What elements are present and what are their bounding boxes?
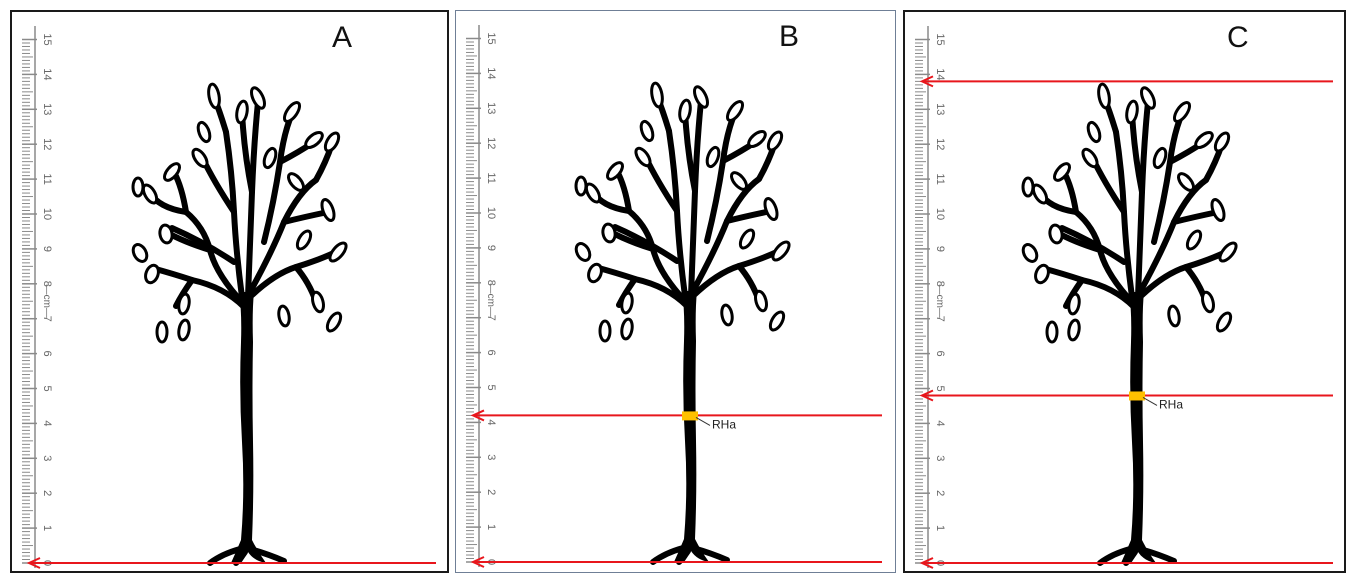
ruler-tick-label: 12 [41, 138, 53, 150]
tree-illustration [1021, 82, 1238, 566]
reference-line-arrow [919, 557, 1333, 569]
ruler-tick-label: 7 [41, 316, 53, 322]
ruler-tick-label: 2 [934, 490, 946, 496]
ruler-tick-label: 11 [41, 173, 53, 184]
tree-illustration [131, 82, 348, 566]
reference-line-arrow [919, 75, 1333, 88]
ruler-tick-label: 10 [41, 208, 53, 220]
ruler-tick-label: 8 [934, 281, 946, 287]
ruler-tick-label: 1 [934, 525, 946, 531]
ruler-unit-label: —cm— [934, 285, 945, 318]
ruler-tick-label: 13 [41, 103, 53, 115]
ruler-tick-label: 2 [41, 490, 53, 496]
panel-label: A [332, 21, 353, 54]
ruler-tick-label: 2 [485, 489, 497, 495]
panel-label: B [779, 20, 800, 53]
ruler-tick-label: 14 [934, 68, 946, 80]
ruler-tick-label: 4 [485, 419, 497, 425]
ruler-tick-label: 10 [485, 207, 497, 219]
ruler-tick-label: 3 [41, 455, 53, 461]
ruler-tick-label: 9 [934, 246, 946, 252]
panel-label: C [1227, 21, 1249, 54]
ruler-tick-label: 8 [41, 281, 53, 287]
ruler-tick-label: 3 [934, 455, 946, 461]
ruler-tick-label: 10 [934, 208, 946, 220]
rha-band [682, 411, 698, 421]
reference-line-arrow [470, 556, 882, 568]
ruler-tick-label: 3 [485, 454, 497, 460]
panel-a: 0123456789101112131415—cm— A [10, 10, 449, 573]
reference-lines [919, 75, 1333, 569]
ruler-tick-label: 4 [41, 420, 53, 426]
ruler-tick-label: 9 [485, 245, 497, 251]
ruler-tick-label: 12 [934, 138, 946, 150]
ruler-tick-label: 11 [485, 172, 497, 183]
ruler-tick-label: 1 [41, 525, 53, 531]
ruler: 0123456789101112131415—cm— [22, 26, 53, 568]
panel-b-drawing: 0123456789101112131415—cm— RHa [466, 25, 882, 568]
ruler-unit-label: —cm— [485, 284, 496, 317]
tree-illustration [574, 81, 791, 565]
reference-lines [26, 557, 436, 569]
ruler-tick-label: 14 [485, 67, 497, 79]
ruler-tick-label: 7 [934, 316, 946, 322]
reference-lines [470, 409, 882, 568]
ruler-tick-label: 4 [934, 420, 946, 426]
ruler-tick-label: 9 [41, 246, 53, 252]
reference-line-arrow [919, 389, 1333, 402]
panel-a-drawing: 0123456789101112131415—cm— [22, 26, 436, 569]
ruler-tick-label: 12 [485, 137, 497, 149]
panel-b: 0123456789101112131415—cm— RHa B [455, 10, 896, 573]
ruler-tick-label: 8 [485, 280, 497, 286]
rha-marker: RHa [1129, 391, 1183, 411]
ruler-tick-label: 6 [934, 351, 946, 357]
rha-label: RHa [712, 417, 736, 431]
ruler-tick-label: 15 [485, 32, 497, 44]
panel-c-drawing: 0123456789101112131415—cm— RHa [915, 26, 1333, 569]
ruler-tick-label: 14 [41, 68, 53, 80]
ruler-unit-label: —cm— [41, 285, 52, 318]
ruler-tick-label: 6 [41, 351, 53, 357]
ruler-tick-label: 5 [934, 385, 946, 391]
ruler-tick-label: 15 [934, 33, 946, 45]
ruler: 0123456789101112131415—cm— [466, 25, 497, 567]
ruler-tick-label: 7 [485, 315, 497, 321]
rha-marker: RHa [682, 411, 736, 431]
ruler-tick-label: 13 [934, 103, 946, 115]
ruler-tick-label: 15 [41, 33, 53, 45]
ruler: 0123456789101112131415—cm— [915, 26, 946, 568]
ruler-tick-label: 6 [485, 350, 497, 356]
rha-label: RHa [1159, 397, 1183, 411]
ruler-tick-label: 11 [934, 173, 946, 184]
ruler-tick-label: 5 [485, 384, 497, 390]
ruler-tick-label: 5 [41, 385, 53, 391]
rha-band [1129, 391, 1145, 401]
ruler-tick-label: 1 [485, 524, 497, 530]
reference-line-arrow [470, 409, 882, 422]
ruler-tick-label: 13 [485, 102, 497, 114]
panel-c: 0123456789101112131415—cm— RHa C [903, 10, 1346, 573]
reference-line-arrow [26, 557, 436, 569]
